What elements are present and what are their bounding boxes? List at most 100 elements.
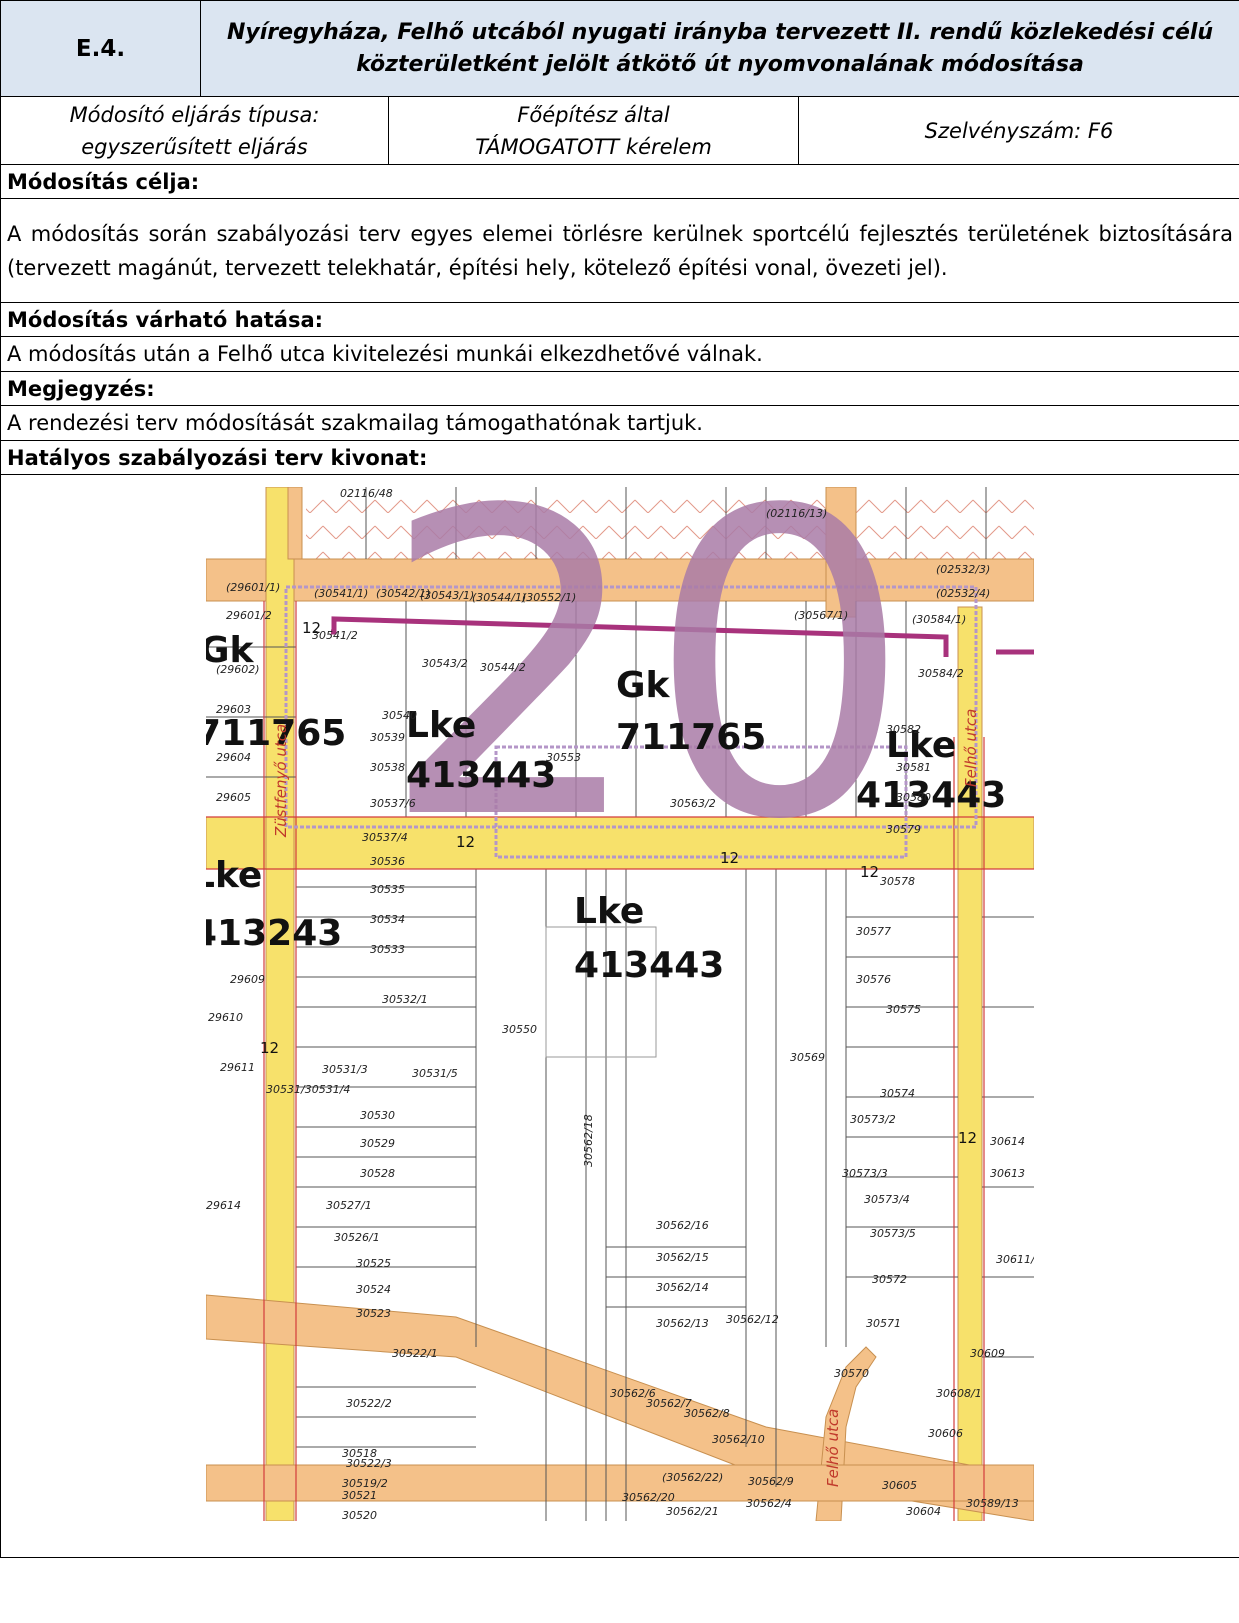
parcel-30544-2: 30544/2 <box>480 661 526 674</box>
hatched-area <box>306 487 1034 559</box>
width-1: 12 <box>302 619 321 637</box>
parcel-29601-2: 29601/2 <box>226 609 272 622</box>
parcel-30543-2: 30543/2 <box>422 657 468 670</box>
width-6: 12 <box>958 1129 977 1147</box>
sheet-number: Szelvényszám: F6 <box>797 96 1239 165</box>
parcel-30573-5: 30573/5 <box>870 1227 916 1240</box>
procedure-type-label: Módosító eljárás típusa: <box>69 102 320 127</box>
parcel-30584-1: (30584/1) <box>912 613 966 626</box>
parcel-30519-2: 30519/2 <box>342 1477 388 1490</box>
parcel-30537-6: 30537/6 <box>370 797 416 810</box>
parcel-30562-18: 30562/18 <box>582 1114 595 1167</box>
parcel-30613: 30613 <box>990 1167 1025 1180</box>
parcel-30531-5: 30531/5 <box>412 1067 458 1080</box>
parcel-30567-1: (30567/1) <box>794 609 848 622</box>
parcel-30614: 30614 <box>990 1135 1025 1148</box>
parcel-30523: 30523 <box>356 1307 391 1320</box>
architect-status-label: Főépítész által <box>517 102 670 127</box>
zone-lke-right-code: Lke <box>886 725 956 766</box>
parcel-30562-9: 30562/9 <box>748 1475 794 1488</box>
width-5: 12 <box>260 1039 279 1057</box>
parcel-30522-3: 30522/3 <box>346 1457 392 1470</box>
item-title-line2: közterületként jelölt átkötő út nyomvona… <box>356 51 1084 77</box>
parcel-30562-20: 30562/20 <box>622 1491 675 1504</box>
parcel-02532-4: (02532/4) <box>936 587 990 600</box>
parcel-30611-1: 30611/1 <box>996 1253 1034 1266</box>
parcel-30522-1: 30522/1 <box>392 1347 438 1360</box>
parcel-30563-2: 30563/2 <box>670 797 716 810</box>
parcel-30562-7: 30562/7 <box>646 1397 692 1410</box>
parcel-30570: 30570 <box>834 1367 869 1380</box>
parcel-30569: 30569 <box>790 1051 825 1064</box>
parcel-30538: 30538 <box>370 761 405 774</box>
parcel-02532-3: (02532/3) <box>936 563 990 576</box>
effect-heading: Módosítás várható hatása: <box>0 302 1239 337</box>
purpose-text: A módosítás során szabályozási terv egye… <box>0 198 1239 303</box>
zone-lke-left-code: Lke <box>206 855 262 896</box>
parcel-30526-1: 30526/1 <box>334 1231 380 1244</box>
item-title: Nyíregyháza, Felhő utcából nyugati irány… <box>199 0 1239 97</box>
parcel-30520: 30520 <box>342 1509 377 1521</box>
regulation-lines <box>206 601 1034 1521</box>
parcel-30577: 30577 <box>856 925 891 938</box>
road-top <box>206 558 1034 602</box>
zone-lke-top-num: 413443 <box>406 755 556 796</box>
width-4: 12 <box>860 863 879 881</box>
parcel-30552-1: (30552/1) <box>522 591 576 604</box>
parcel-30562-12: 30562/12 <box>726 1313 779 1326</box>
parcel-30541-2: 30541/2 <box>312 629 358 642</box>
street-right-top: Felhő utca <box>962 709 980 787</box>
parcel-30521: 30521 <box>342 1489 377 1502</box>
item-title-line1: Nyíregyháza, Felhő utcából nyugati irány… <box>226 19 1214 45</box>
zone-gk-center-num: 711765 <box>616 717 766 758</box>
parcel-30541-1: (30541/1) <box>314 587 368 600</box>
parcel-30529: 30529 <box>360 1137 395 1150</box>
parcel-30578: 30578 <box>880 875 915 888</box>
parcel-30562-22: (30562/22) <box>662 1471 723 1484</box>
parcel-29601-1: (29601/1) <box>226 581 280 594</box>
parcel-30573-2: 30573/2 <box>850 1113 896 1126</box>
parcel-30606: 30606 <box>928 1427 963 1440</box>
parcel-30542-1: (30542/1) <box>376 587 430 600</box>
parcel-30524: 30524 <box>356 1283 391 1296</box>
parcel-30522-2: 30522/2 <box>346 1397 392 1410</box>
modification-boundary <box>284 585 1034 859</box>
parcel-30576: 30576 <box>856 973 891 986</box>
parcel-30589-13: 30589/13 <box>966 1497 1019 1510</box>
map-heading: Hatályos szabályozási terv kivonat: <box>0 440 1239 475</box>
parcel-30573-3: 30573/3 <box>842 1167 888 1180</box>
parcel-29605: 29605 <box>216 791 251 804</box>
parcel-30609: 30609 <box>970 1347 1005 1360</box>
zone-lke-right-num: 413443 <box>856 775 1006 816</box>
road-north-east <box>825 487 857 618</box>
zone-gk-center-code: Gk <box>616 665 671 706</box>
width-3: 12 <box>720 849 739 867</box>
street-left: Züstfenyő utca <box>272 724 290 838</box>
parcel-labels: 02116/48 (02116/13) (02532/3) (02532/4) … <box>206 487 1034 1521</box>
map-cell: 20 Gk 711765 Gk 711765 Lke 413443 Lke 41… <box>0 474 1239 1558</box>
parcel-30527-1: 30527/1 <box>326 1199 372 1212</box>
parcel-30562-8: 30562/8 <box>684 1407 730 1420</box>
parcel-30533: 30533 <box>370 943 405 956</box>
road-network <box>206 487 1034 1521</box>
street-labels: Züstfenyő utca Felhő utca Felhő utca <box>272 709 980 1487</box>
parcel-30571: 30571 <box>866 1317 901 1330</box>
parcel-30562-15: 30562/15 <box>656 1251 709 1264</box>
parcel-30543-1: (30543/1) <box>420 589 474 602</box>
parcel-30531-4: 30531/30531/4 <box>266 1083 350 1096</box>
parcel-lines <box>206 487 1034 1521</box>
zone-lke-top-code: Lke <box>406 705 476 746</box>
street-right: Felhő utca <box>824 1409 842 1487</box>
parcel-29602: (29602) <box>216 663 260 676</box>
document-sheet: E.4. Nyíregyháza, Felhő utcából nyugati … <box>0 0 1239 1558</box>
road-north-link <box>287 487 303 560</box>
parcel-30573-4: 30573/4 <box>864 1193 910 1206</box>
parcel-30539: 30539 <box>370 731 405 744</box>
parcel-30532-1: 30532/1 <box>382 993 428 1006</box>
parcel-29604: 29604 <box>216 751 251 764</box>
parcel-30562-21: 30562/21 <box>666 1505 719 1518</box>
architect-status-value: TÁMOGATOTT kérelem <box>475 134 712 159</box>
parcel-02116-48: 02116/48 <box>340 487 393 500</box>
effect-text: A módosítás után a Felhő utca kivitelezé… <box>0 336 1239 372</box>
zone-lke-center-num: 413443 <box>574 945 724 986</box>
